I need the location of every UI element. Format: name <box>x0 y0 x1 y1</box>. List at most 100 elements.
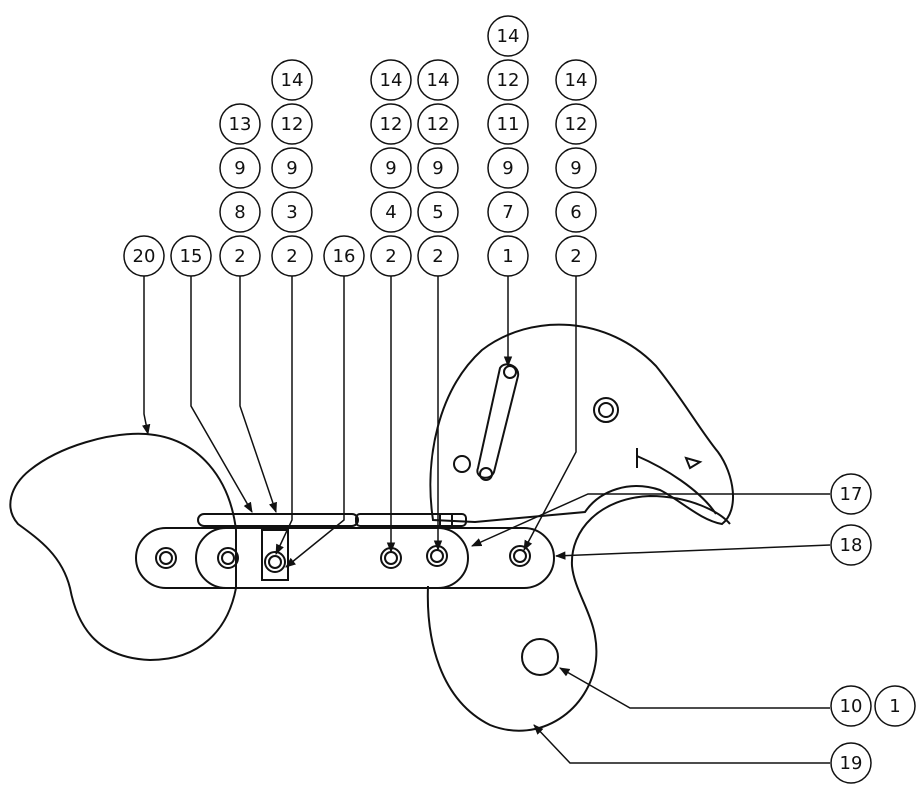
balloon-col-f-3: 6 <box>555 191 597 233</box>
balloon-col-a-3-label: 2 <box>234 246 245 267</box>
balloon-col-e-3-label: 9 <box>502 158 513 179</box>
balloon-col-b-2: 9 <box>271 147 313 189</box>
balloon-col-e-4-circle <box>487 191 529 233</box>
balloon-col-f-0-circle <box>555 59 597 101</box>
balloon-col-f-4-circle <box>555 235 597 277</box>
part-18-link-left <box>135 527 469 589</box>
balloon-callout-10-1-1: 1 <box>874 685 916 727</box>
balloon-col-f-0: 14 <box>555 59 597 101</box>
balloon-col-d-2-label: 9 <box>432 158 443 179</box>
balloon-col-c-4-circle <box>370 235 412 277</box>
balloon-col-c-3-circle <box>370 191 412 233</box>
top-bar-right <box>355 513 467 527</box>
leader-lines <box>142 275 831 764</box>
balloon-col-f-4: 2 <box>555 235 597 277</box>
balloon-col-15-0: 15 <box>170 235 212 277</box>
balloon-col-c-1-circle <box>370 103 412 145</box>
balloon-callout-17-0-label: 17 <box>840 484 863 505</box>
balloon-col-d-0-circle <box>417 59 459 101</box>
balloon-col-c-2-label: 9 <box>385 158 396 179</box>
balloon-col-e-0-circle <box>487 15 529 57</box>
balloon-col-f-3-label: 6 <box>570 202 581 223</box>
balloon-col-e-4: 7 <box>487 191 529 233</box>
balloon-col-b-1: 12 <box>271 103 313 145</box>
balloon-col-d-1: 12 <box>417 103 459 145</box>
balloon-col-20-0: 20 <box>123 235 165 277</box>
balloon-col-b-2-circle <box>271 147 313 189</box>
balloon-col-d-4-label: 2 <box>432 246 443 267</box>
balloon-callout-19-0-label: 19 <box>840 753 863 774</box>
beak-mark <box>684 456 703 470</box>
balloon-col-f-4-label: 2 <box>570 246 581 267</box>
balloon-col-d-3-circle <box>417 191 459 233</box>
balloon-col-a-2: 8 <box>219 191 261 233</box>
balloon-col-d-4-circle <box>417 235 459 277</box>
balloon-col-b-3-label: 3 <box>286 202 297 223</box>
balloon-col-b-0-label: 14 <box>281 70 304 91</box>
balloon-col-a-1-circle <box>219 147 261 189</box>
balloon-col-e-5: 1 <box>487 235 529 277</box>
balloon-col-e-1-label: 12 <box>497 70 520 91</box>
balloon-col-e-1: 12 <box>487 59 529 101</box>
beak-curve <box>636 448 717 515</box>
balloon-col-20-0-circle <box>123 235 165 277</box>
balloon-col-d-0-label: 14 <box>427 70 450 91</box>
balloon-col-d-4: 2 <box>417 235 459 277</box>
balloon-col-c-4-label: 2 <box>385 246 396 267</box>
balloon-col-d-1-label: 12 <box>427 114 450 135</box>
balloon-col-f-2-label: 9 <box>570 158 581 179</box>
balloon-callout-19-0-circle <box>830 742 872 784</box>
eye-inner <box>598 402 614 418</box>
balloon-col-e-3-circle <box>487 147 529 189</box>
balloon-callout-19-0: 19 <box>830 742 872 784</box>
slot-pin-bottom <box>479 467 493 481</box>
balloon-col-e-4-label: 7 <box>502 202 513 223</box>
balloon-col-b-0: 14 <box>271 59 313 101</box>
slot-pin-top <box>503 365 517 379</box>
balloon-callout-18-0: 18 <box>830 524 872 566</box>
balloon-col-b-3-circle <box>271 191 313 233</box>
part-18-link-right <box>195 527 555 589</box>
eye-outer <box>593 397 619 423</box>
balloon-col-c-3: 4 <box>370 191 412 233</box>
balloon-col-d-2: 9 <box>417 147 459 189</box>
balloon-col-e-0: 14 <box>487 15 529 57</box>
balloon-col-a-3-circle <box>219 235 261 277</box>
balloon-col-b-4-label: 2 <box>286 246 297 267</box>
balloon-col-e-3: 9 <box>487 147 529 189</box>
balloon-col-f-0-label: 14 <box>565 70 588 91</box>
balloon-col-e-2-label: 11 <box>497 114 520 135</box>
part-20-wing-outline <box>9 432 237 662</box>
balloon-col-a-0: 13 <box>219 103 261 145</box>
head-hole <box>453 455 471 473</box>
balloon-col-e-0-label: 14 <box>497 26 520 47</box>
balloon-col-a-2-label: 8 <box>234 202 245 223</box>
balloon-callout-10-1-0-circle <box>830 685 872 727</box>
balloon-col-c-3-label: 4 <box>385 202 396 223</box>
balloon-col-e-5-circle <box>487 235 529 277</box>
part-10-pin <box>521 638 559 676</box>
balloon-col-c-0: 14 <box>370 59 412 101</box>
bar-holes <box>155 545 531 573</box>
balloon-callout-17-0-circle <box>830 473 872 515</box>
balloon-col-16-0: 16 <box>323 235 365 277</box>
balloon-col-20-0-label: 20 <box>133 246 156 267</box>
part-15-top-bar <box>197 513 359 527</box>
balloon-col-c-1: 12 <box>370 103 412 145</box>
balloon-callout-10-1-1-circle <box>874 685 916 727</box>
balloon-col-a-0-circle <box>219 103 261 145</box>
balloon-callout-10-1-1-label: 1 <box>889 696 900 717</box>
balloon-callout-17-0: 17 <box>830 473 872 515</box>
balloon-col-e-2-circle <box>487 103 529 145</box>
balloon-col-b-4-circle <box>271 235 313 277</box>
balloon-col-b-4: 2 <box>271 235 313 277</box>
balloon-col-f-2-circle <box>555 147 597 189</box>
balloon-callout-10-1-0: 10 <box>830 685 872 727</box>
balloon-col-c-1-label: 12 <box>380 114 403 135</box>
balloon-col-c-0-label: 14 <box>380 70 403 91</box>
balloon-col-a-2-circle <box>219 191 261 233</box>
balloon-col-b-0-circle <box>271 59 313 101</box>
balloon-col-c-4: 2 <box>370 235 412 277</box>
